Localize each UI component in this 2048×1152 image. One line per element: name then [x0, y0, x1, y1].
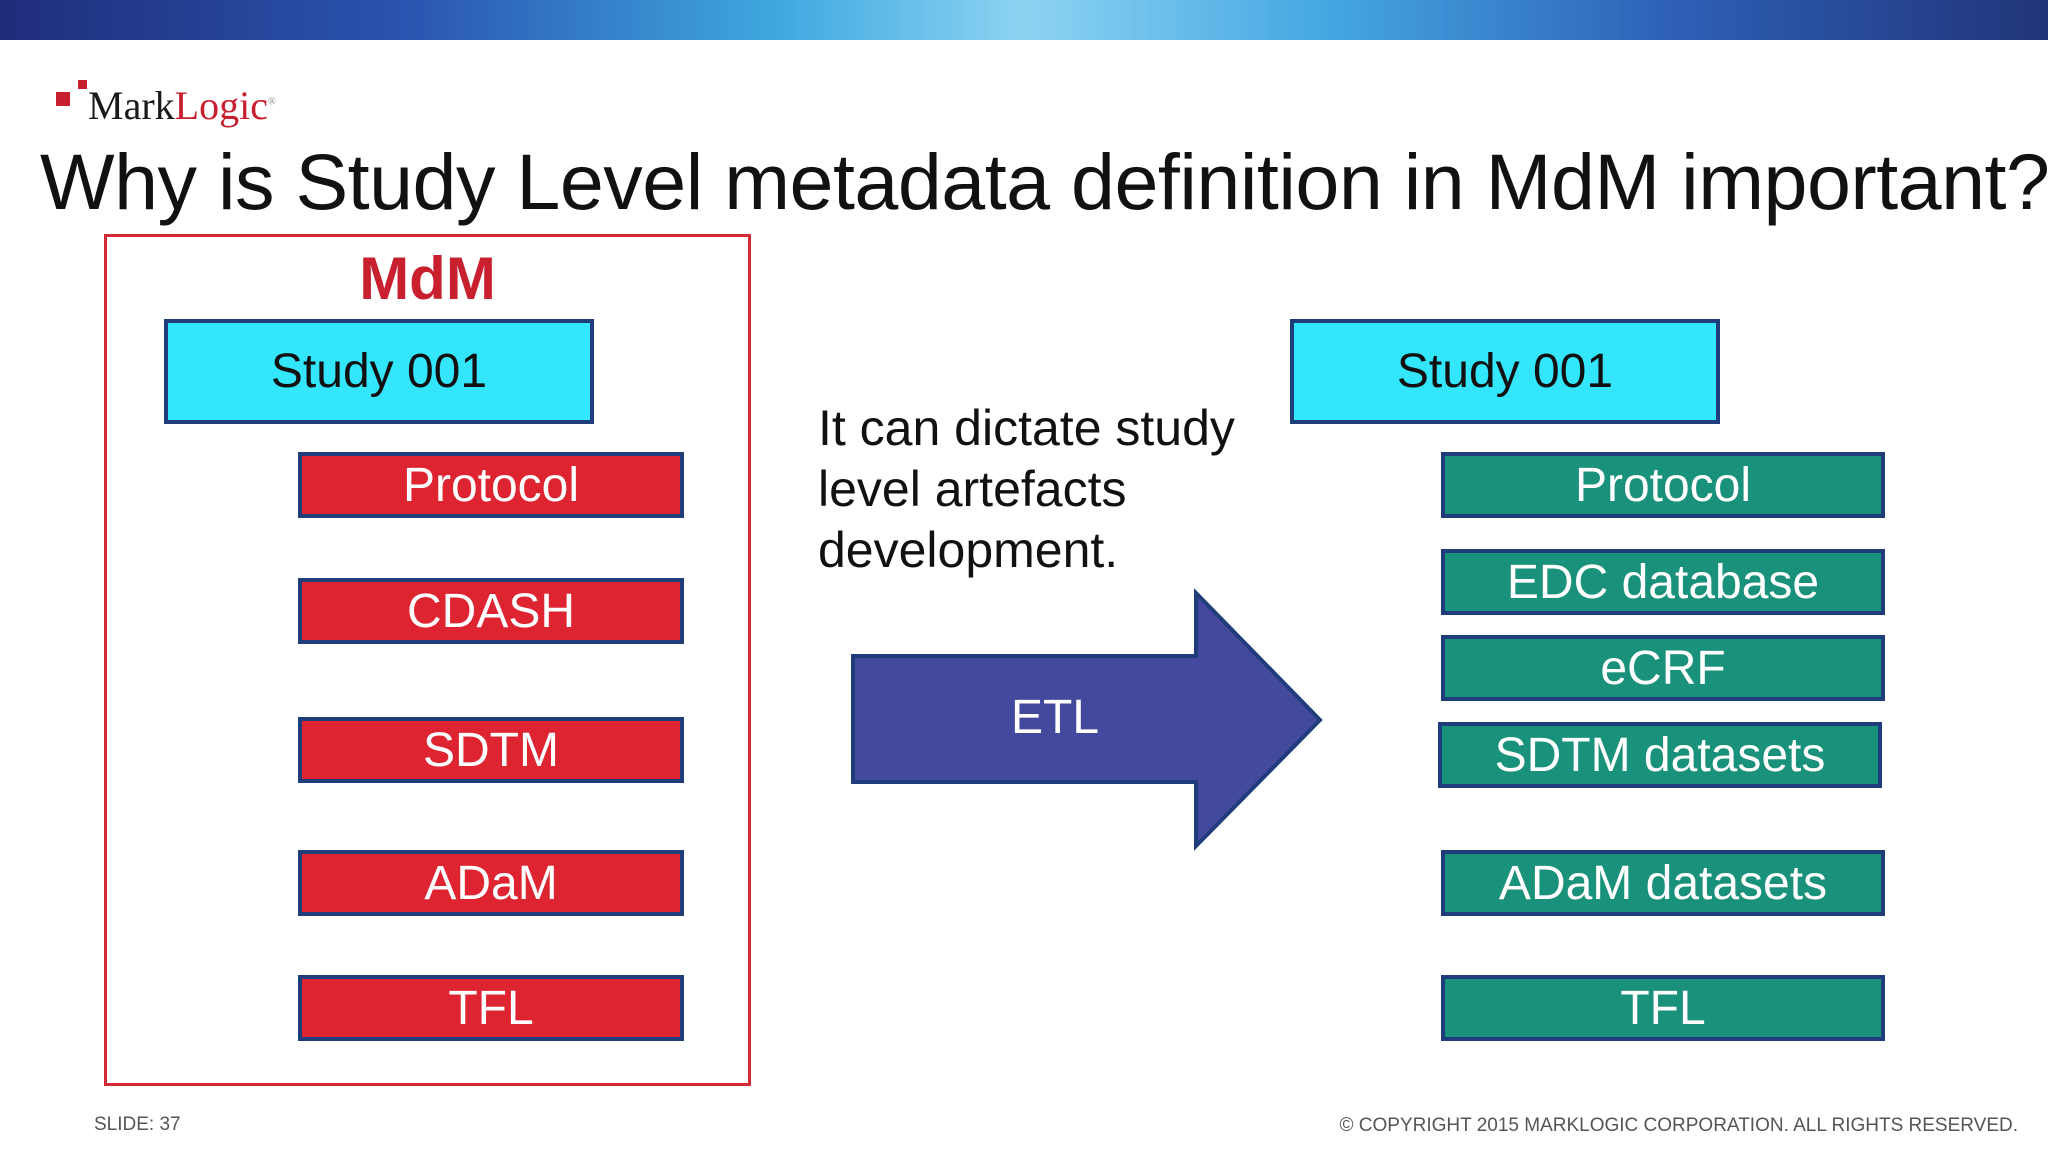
target-item-edc-database: EDC database	[1441, 549, 1885, 615]
copyright-notice: © COPYRIGHT 2015 MARKLOGIC CORPORATION. …	[1339, 1115, 2018, 1136]
mdm-item-protocol: Protocol	[298, 452, 684, 518]
target-item-protocol: Protocol	[1441, 452, 1885, 518]
mdm-item-sdtm: SDTM	[298, 717, 684, 783]
target-study-label: Study 001	[1396, 345, 1614, 398]
slide-title: Why is Study Level metadata definition i…	[40, 137, 2048, 226]
logo-wordmark: MarkLogic®	[88, 83, 276, 128]
target-item-tfl: TFL	[1441, 975, 1885, 1041]
mdm-item-tfl: TFL	[298, 975, 684, 1041]
target-study-box: Study 001	[1290, 319, 1720, 424]
explanation-note: It can dictate study level artefacts dev…	[818, 400, 1235, 578]
target-item-sdtm-datasets: SDTM datasets	[1438, 722, 1882, 788]
target-item-adam-datasets: ADaM datasets	[1441, 850, 1885, 916]
etl-label: ETL	[1010, 691, 1100, 744]
mdm-study-box: Study 001	[164, 319, 594, 424]
header-gradient-bar	[0, 0, 2048, 40]
marklogic-logo: MarkLogic®	[56, 78, 376, 134]
logo-square-icon	[56, 92, 70, 106]
mdm-label: MdM	[359, 245, 496, 312]
mdm-item-cdash: CDASH	[298, 578, 684, 644]
mdm-study-label: Study 001	[270, 345, 488, 398]
mdm-frame	[104, 234, 751, 1086]
slide-number: SLIDE: 37	[94, 1114, 181, 1135]
target-item-ecrf: eCRF	[1441, 635, 1885, 701]
etl-arrow-icon	[851, 588, 1323, 851]
logo-small-square-icon	[78, 80, 87, 89]
mdm-item-adam: ADaM	[298, 850, 684, 916]
